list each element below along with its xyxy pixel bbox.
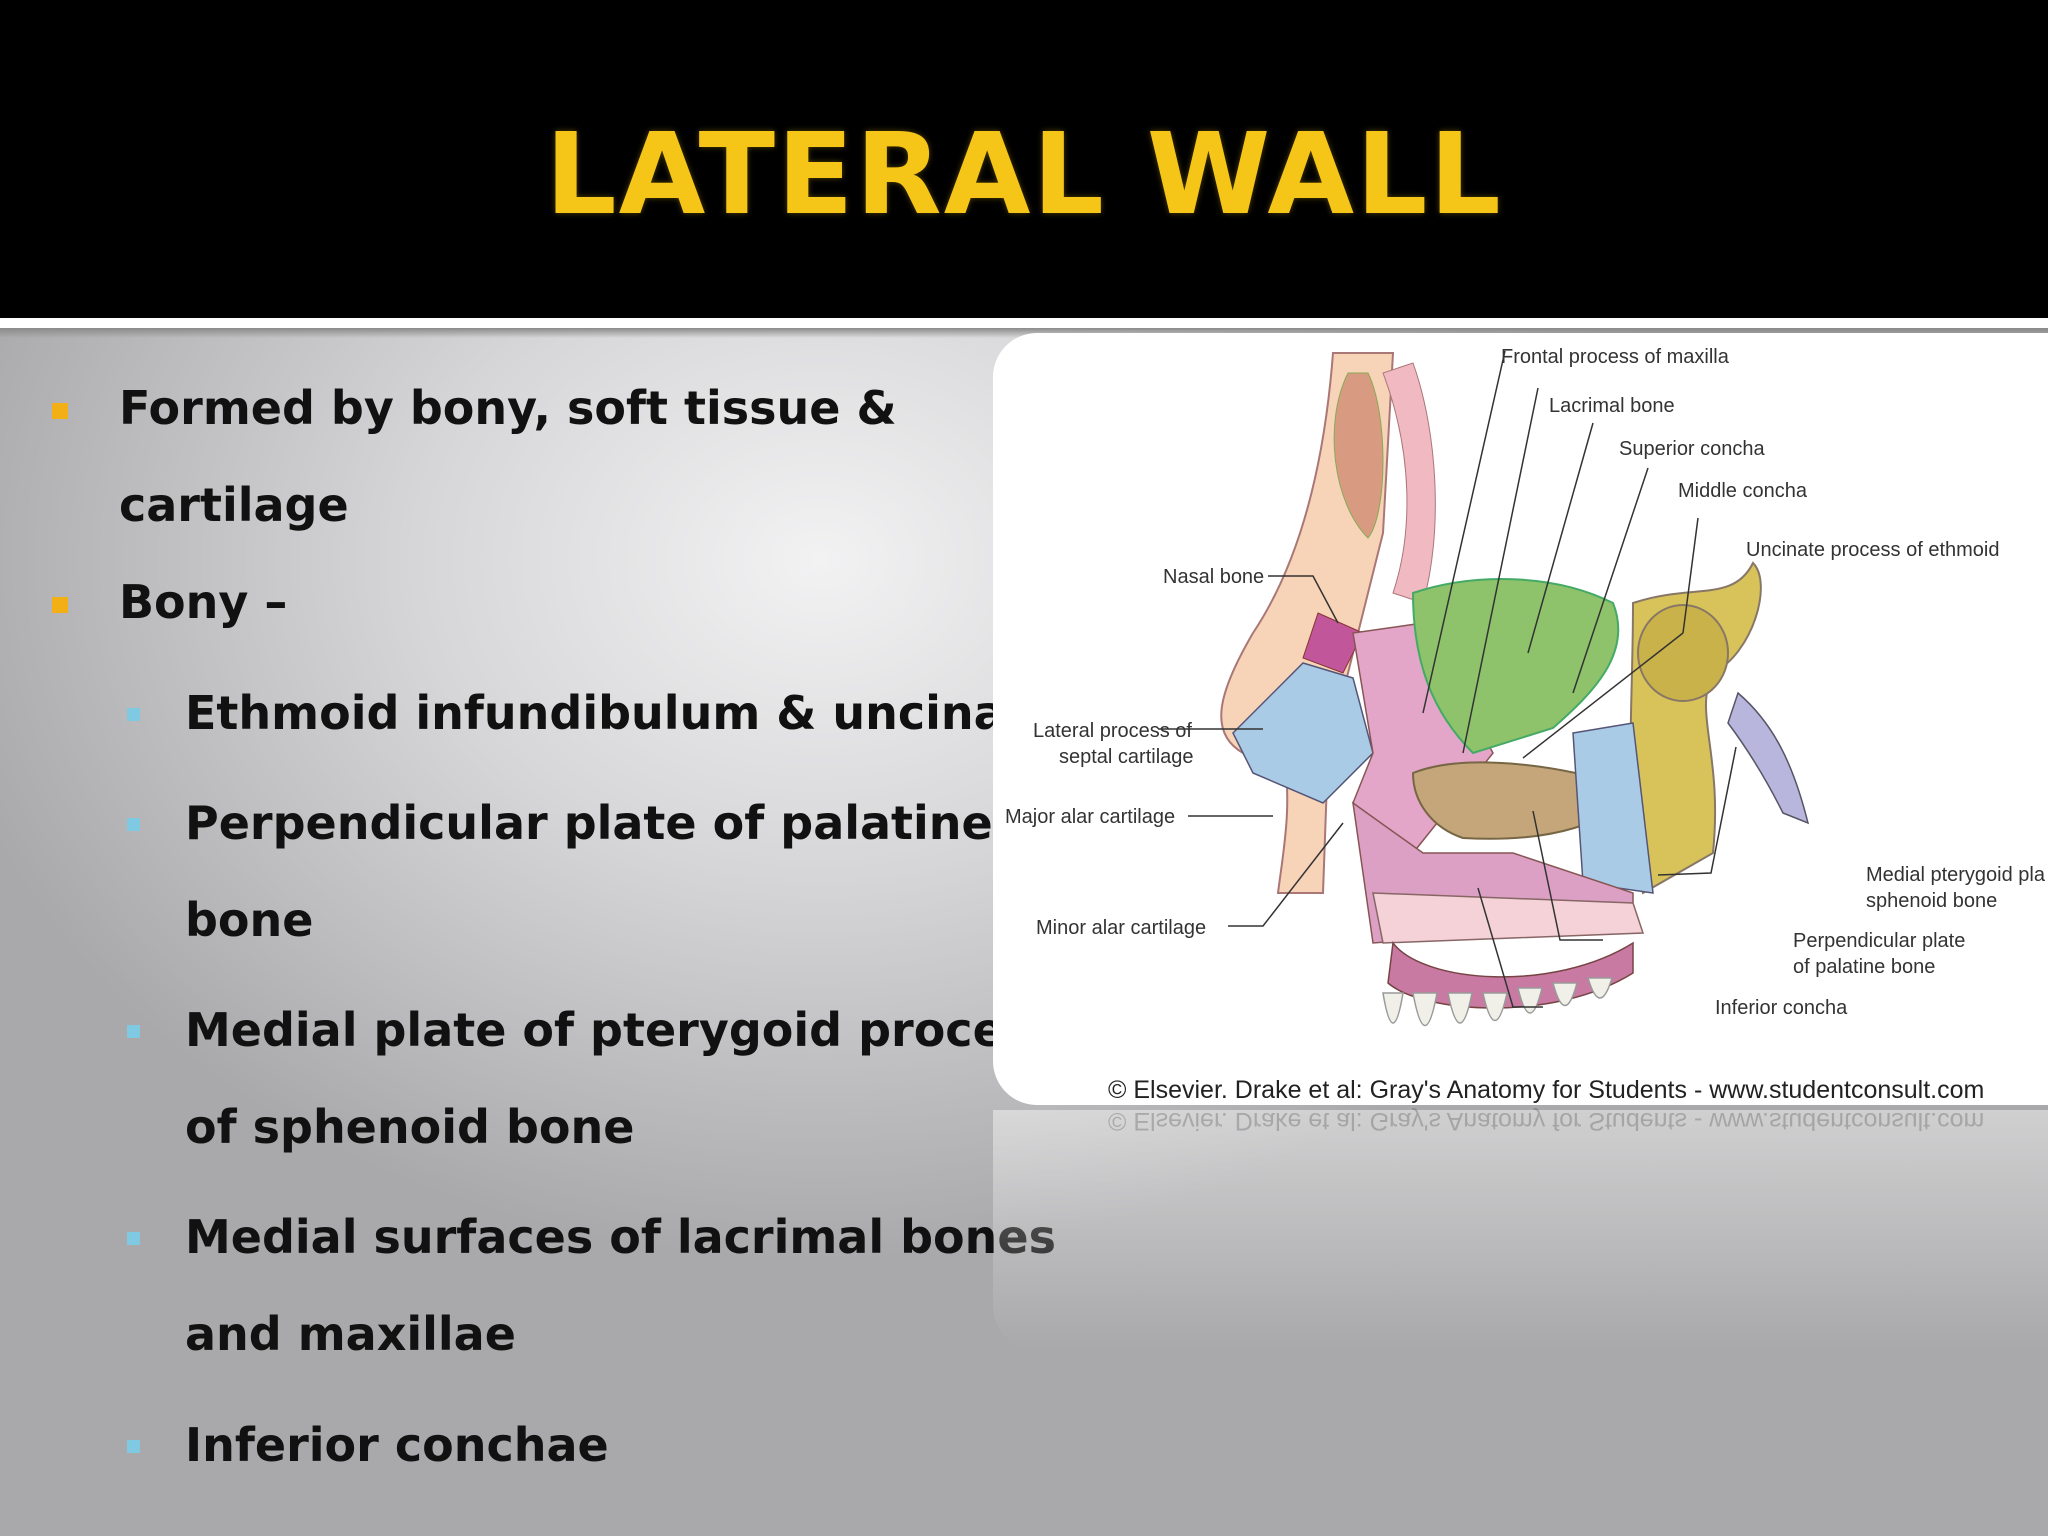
label-superior-concha: Superior concha [1619, 438, 1766, 460]
label-inferior-concha: Inferior concha [1715, 997, 1848, 1019]
figure-copyright: © Elsevier. Drake et al: Gray's Anatomy … [1108, 1076, 1985, 1104]
nasal-lateral-wall-diagram: Frontal process of maxilla Lacrimal bone… [1005, 346, 2046, 1027]
label-medial-pterygoid: Medial pterygoid pla [1866, 864, 2046, 886]
header-shadow [0, 328, 2048, 338]
label-lacrimal-bone: Lacrimal bone [1549, 395, 1675, 417]
label-lateral-process: Lateral process of [1033, 720, 1192, 742]
label-uncinate-process: Uncinate process of ethmoid [1746, 539, 1999, 561]
label-septal-cartilage: septal cartilage [1059, 746, 1194, 768]
sub-bullet-item-line: Medial surfaces of lacrimal bones [185, 1210, 1056, 1264]
figure-reflection [993, 1110, 2048, 1350]
sub-bullet-marker-icon [127, 1232, 140, 1245]
sub-bullet-item-line: bone [185, 893, 314, 947]
figure-copyright-reflection: © Elsevier. Drake et al: Gray's Anatomy … [1108, 1107, 1985, 1135]
sub-bullet-item-line: Perpendicular plate of palatine [185, 796, 993, 850]
sub-bullet-marker-icon [127, 708, 140, 721]
label-major-alar: Major alar cartilage [1005, 806, 1175, 828]
label-minor-alar: Minor alar cartilage [1036, 917, 1206, 939]
label-frontal-process: Frontal process of maxilla [1501, 346, 1730, 368]
slide-title: LATERAL WALL [545, 110, 1503, 240]
label-palatine-bone: of palatine bone [1793, 956, 1935, 978]
sub-bullet-item-line: Medial plate of pterygoid process [185, 1003, 1059, 1057]
bullet-item-line: Formed by bony, soft tissue & [119, 381, 897, 435]
sub-bullet-item-line: Ethmoid infundibulum & uncinate [185, 686, 1058, 740]
sub-bullet-item-line: of sphenoid bone [185, 1100, 635, 1154]
bullet-item-line: cartilage [119, 478, 349, 532]
label-sphenoid-bone: sphenoid bone [1866, 890, 1997, 912]
sub-bullet-item-line: Inferior conchae [185, 1418, 609, 1472]
bullet-list: Formed by bony, soft tissue & cartilage … [0, 0, 1059, 1536]
bullet-marker-icon [52, 597, 68, 613]
sub-bullet-marker-icon [127, 1440, 140, 1453]
label-middle-concha: Middle concha [1678, 480, 1808, 502]
bullet-item-line: Bony – [119, 575, 288, 629]
sub-bullet-marker-icon [127, 1025, 140, 1038]
sub-bullet-item-line: and maxillae [185, 1307, 516, 1361]
sub-bullet-marker-icon [127, 818, 140, 831]
label-perpendicular-plate: Perpendicular plate [1793, 930, 1965, 952]
title-bar: LATERAL WALL [0, 0, 2048, 318]
header-divider [0, 318, 2048, 328]
label-nasal-bone: Nasal bone [1163, 566, 1264, 588]
anatomy-figure: Frontal process of maxilla Lacrimal bone… [993, 333, 2048, 1105]
bullet-marker-icon [52, 403, 68, 419]
